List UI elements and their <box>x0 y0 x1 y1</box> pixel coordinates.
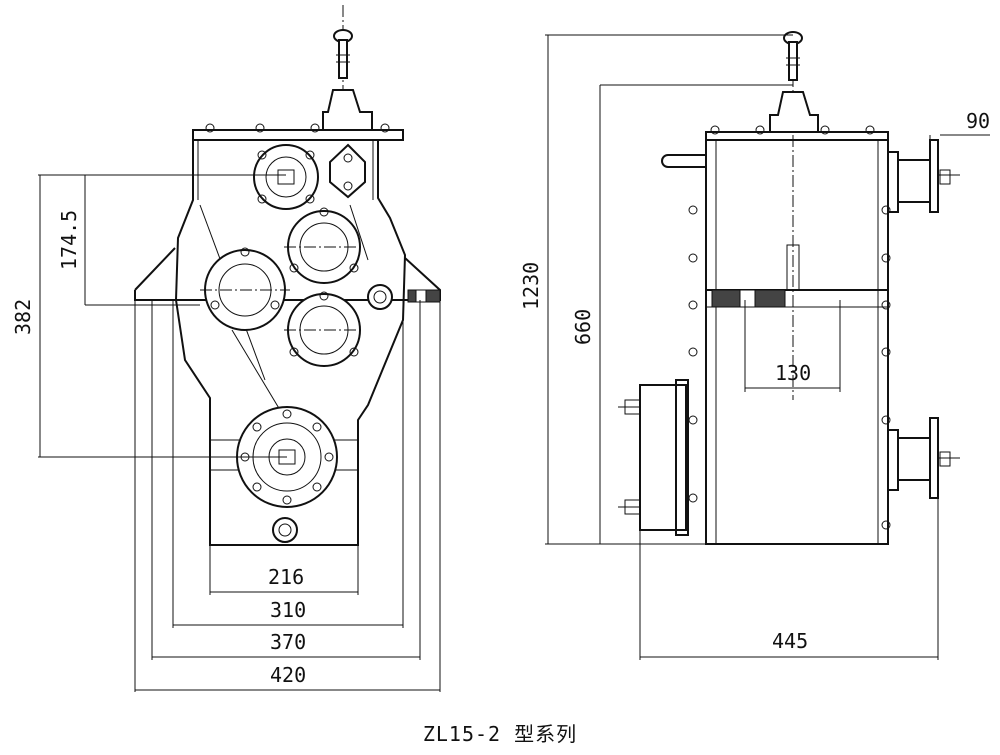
bottom-plug <box>272 517 298 543</box>
drawing-caption: ZL15-2 型系列 <box>422 722 578 746</box>
side-output-flange <box>887 417 960 499</box>
bearing-cover-3 <box>284 291 364 367</box>
side-housing <box>705 139 889 545</box>
side-motor-block <box>618 379 689 536</box>
drain-plug <box>367 284 393 310</box>
shift-handle <box>322 29 373 131</box>
front-view: 216 310 370 420 382 174.5 <box>11 5 441 692</box>
side-knob <box>661 154 707 168</box>
dim-174-5: 174.5 <box>57 210 81 270</box>
dim-1230: 1230 <box>519 262 543 310</box>
side-bolts <box>688 205 891 530</box>
dim-310: 310 <box>270 598 306 622</box>
dim-660: 660 <box>571 309 595 345</box>
oval-cover <box>329 143 366 199</box>
cover-bolts <box>205 123 390 133</box>
dim-370: 370 <box>270 630 306 654</box>
input-flange <box>253 144 319 210</box>
side-view: 90 1230 660 130 445 <box>519 31 990 660</box>
mounting-bracket <box>134 247 441 301</box>
bearing-cover-1 <box>284 207 364 284</box>
dim-216: 216 <box>268 565 304 589</box>
bearing-cover-2 <box>200 247 290 331</box>
dim-130: 130 <box>775 361 811 385</box>
dim-382: 382 <box>11 299 35 335</box>
side-shift-handle <box>769 31 819 133</box>
dim-90: 90 <box>966 109 990 133</box>
dim-445: 445 <box>772 629 808 653</box>
dim-420: 420 <box>270 663 306 687</box>
side-input-flange <box>887 139 960 213</box>
